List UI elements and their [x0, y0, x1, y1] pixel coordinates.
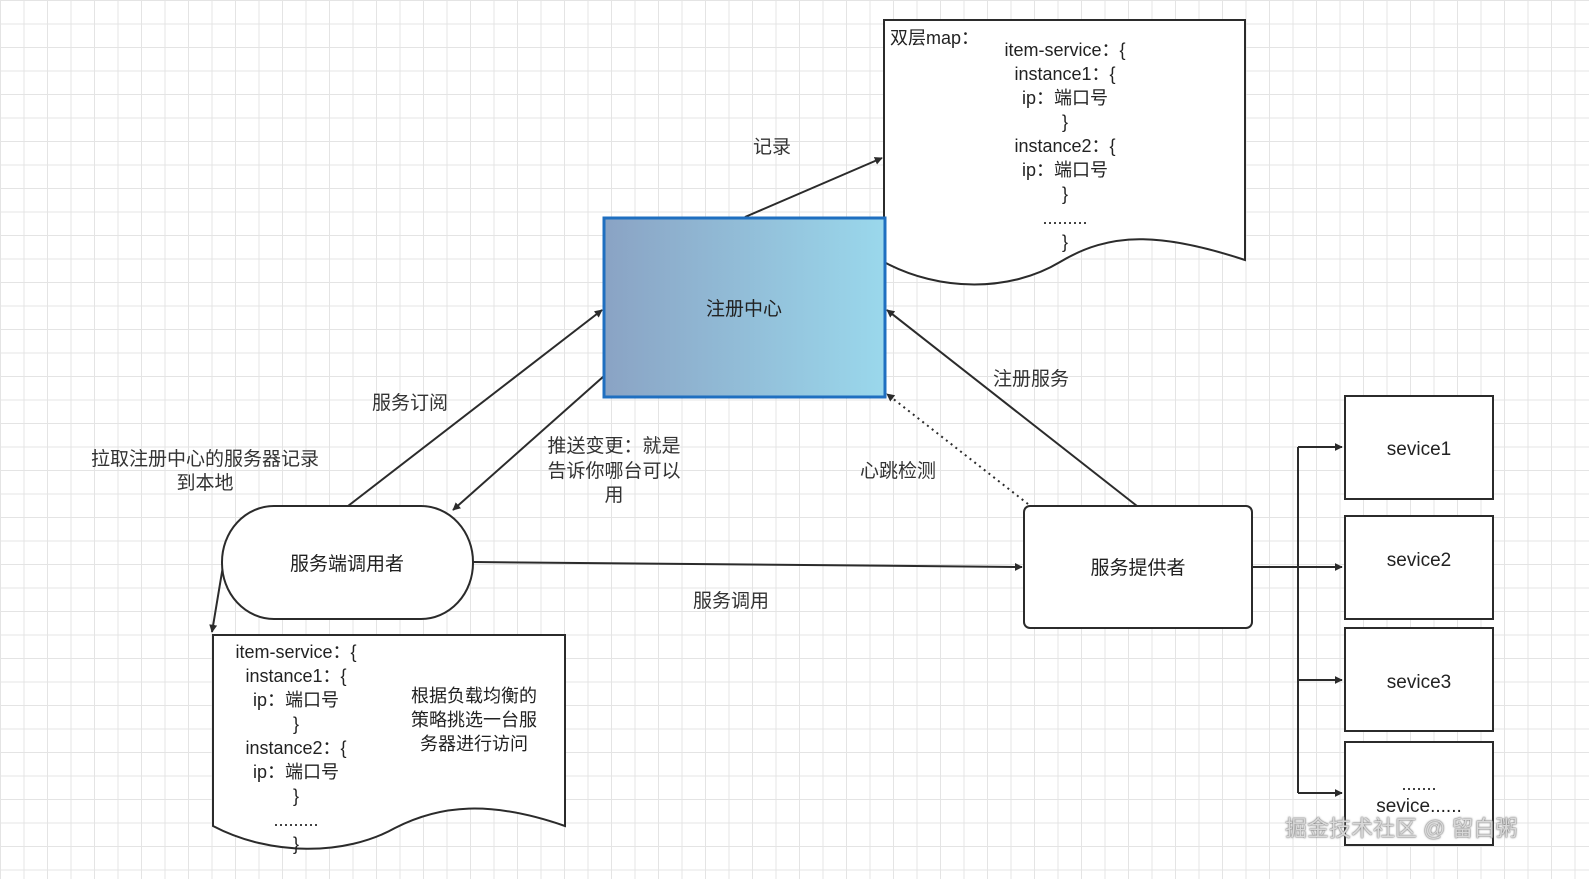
edge-register [886, 309, 1138, 507]
service-label: sevice1 [1387, 439, 1451, 460]
registry-note-line: ip：端口号 [1022, 160, 1108, 180]
consumer-note-line: ip：端口号 [253, 762, 339, 782]
service-node: ....... sevice...... [1344, 741, 1494, 846]
consumer-label: 服务端调用者 [290, 553, 404, 575]
services-connector [1252, 443, 1343, 797]
consumer-note-line: item-service：{ [235, 642, 356, 662]
edge-label-register: 注册服务 [993, 368, 1069, 390]
service-node: sevice1 [1344, 395, 1494, 500]
consumer-note-line: } [293, 714, 299, 734]
service-label: sevice3 [1387, 672, 1451, 693]
edge-record [744, 157, 883, 218]
registry-center-node: 注册中心 [602, 216, 887, 399]
consumer-note-line: ......... [273, 810, 318, 830]
consumer-note-line: instance1：{ [245, 666, 346, 686]
edge-label-push: 告诉你哪台可以 [547, 460, 680, 482]
edge-label-heartbeat: 心跳检测 [860, 460, 936, 482]
registry-map-note: 双层map： item-service：{ instance1：{ ip：端口号… [883, 19, 1246, 286]
registry-note-line: instance2：{ [1014, 136, 1115, 156]
provider-label: 服务提供者 [1090, 557, 1185, 579]
registry-note-line: item-service：{ [1004, 40, 1125, 60]
load-balance-text: 策略挑选一台服 [411, 710, 537, 730]
watermark: 掘金技术社区 @ 留白粥 [1285, 816, 1518, 841]
edge-label-pull: 到本地 [176, 472, 233, 494]
edge-push [452, 375, 605, 511]
provider-node: 服务提供者 [1023, 505, 1253, 629]
service-node: sevice3 [1344, 627, 1494, 732]
consumer-note-line: ip：端口号 [253, 690, 339, 710]
registry-note-line: ip：端口号 [1022, 88, 1108, 108]
service-label: sevice...... [1376, 796, 1462, 817]
consumer-node: 服务端调用者 [221, 505, 474, 620]
consumer-local-note: item-service：{ instance1：{ ip：端口号 } inst… [212, 634, 566, 854]
service-dots: ....... [1401, 774, 1436, 794]
consumer-note-line: } [293, 834, 299, 854]
consumer-note-line: } [293, 786, 299, 806]
edge-label-record: 记录 [753, 136, 791, 158]
registry-note-line: } [1062, 232, 1068, 252]
edge-subscribe [347, 309, 603, 507]
service-label: sevice2 [1387, 550, 1451, 571]
registry-note-line: } [1062, 112, 1068, 132]
registry-note-header: 双层map： [890, 28, 979, 48]
edge-label-subscribe: 服务订阅 [372, 392, 448, 414]
registry-center-label: 注册中心 [706, 298, 782, 320]
edge-heartbeat [886, 393, 1029, 505]
service-node: sevice2 [1344, 515, 1494, 620]
edge-label-push: 用 [604, 485, 623, 506]
edge-invoke [472, 561, 1023, 571]
edge-label-push: 推送变更：就是 [547, 435, 680, 457]
registry-note-line: instance1：{ [1014, 64, 1115, 84]
edge-label-invoke: 服务调用 [693, 590, 769, 612]
registry-note-line: ......... [1042, 208, 1087, 228]
registry-note-line: } [1062, 184, 1068, 204]
load-balance-text: 务器进行访问 [420, 734, 528, 754]
edge-label-pull: 拉取注册中心的服务器记录 [91, 448, 319, 470]
consumer-note-line: instance2：{ [245, 738, 346, 758]
load-balance-text: 根据负载均衡的 [411, 686, 537, 706]
